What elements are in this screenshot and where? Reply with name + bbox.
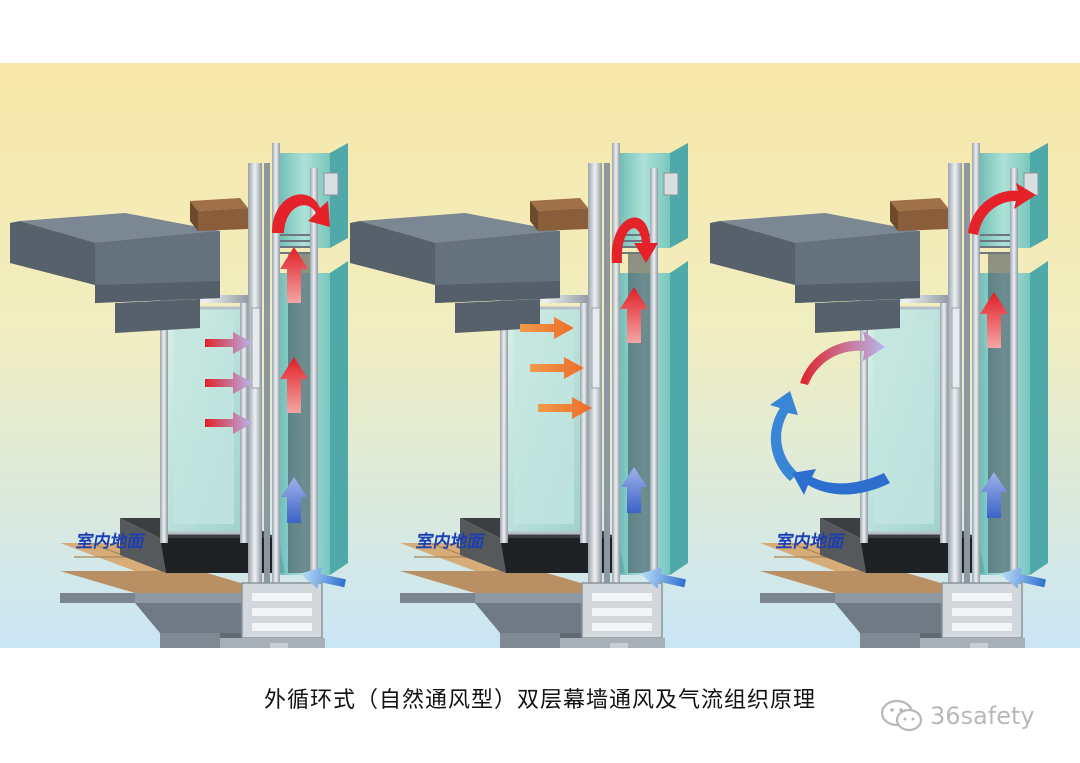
panel-3-facade: 室内地面 xyxy=(708,141,1050,648)
exhaust-curved-arrow xyxy=(272,194,330,233)
wechat-icon xyxy=(880,699,923,732)
room-circulation-arrows xyxy=(770,331,890,495)
cavity-airflow-arrows xyxy=(611,217,688,595)
watermark-text: 36safety xyxy=(930,702,1035,730)
exhaust-arrow xyxy=(968,183,1036,235)
floor-label: 室内地面 xyxy=(415,531,487,552)
recirculation-loop-arrow xyxy=(611,217,658,263)
figure-caption: 外循环式（自然通风型）双层幕墙通风及气流组织原理 xyxy=(263,688,816,713)
floor-label: 室内地面 xyxy=(775,531,847,552)
panel-1-facade: 室内地面 xyxy=(8,141,350,648)
cavity-airflow-arrows xyxy=(272,194,348,595)
panel-2-facade: 室内地面 xyxy=(348,141,690,648)
watermark: 36safety xyxy=(880,698,1035,734)
cavity-airflow-arrows xyxy=(968,183,1048,595)
floor-label: 室内地面 xyxy=(75,531,147,552)
facade-diagram: 室内地面 室内地面 室内地面 xyxy=(0,63,1080,648)
